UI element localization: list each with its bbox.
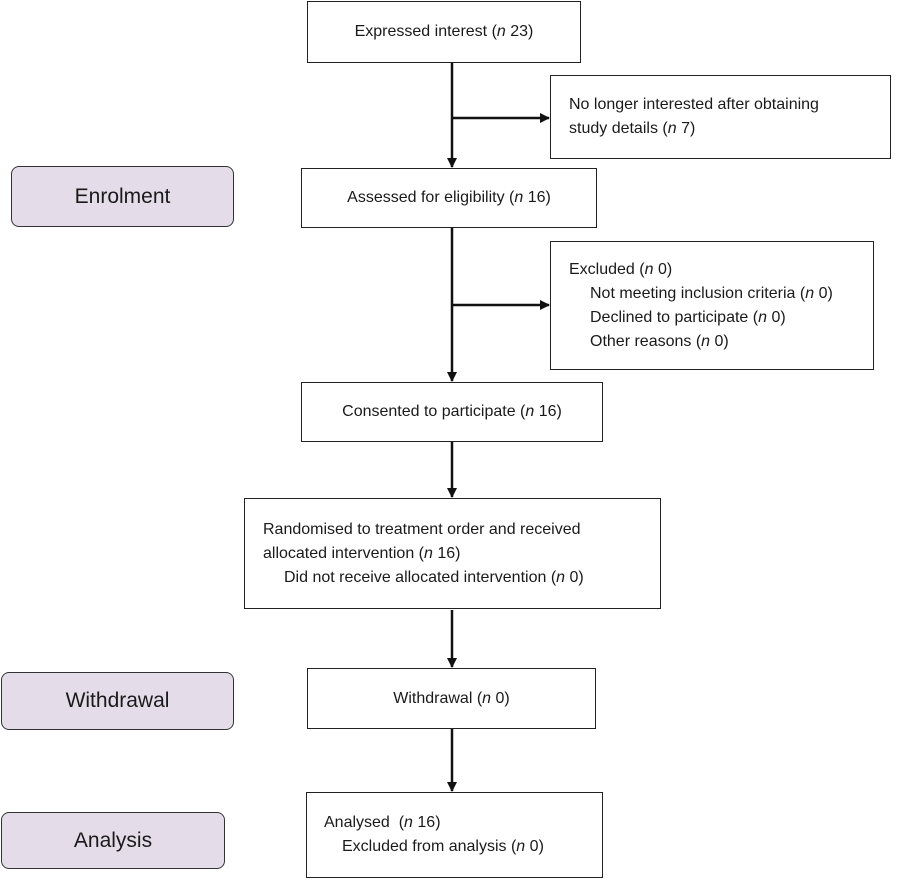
stage-withdrawal: Withdrawal xyxy=(1,672,234,730)
stage-enrolment: Enrolment xyxy=(11,166,234,227)
box-assessed-eligibility: Assessed for eligibility (n 16) xyxy=(301,168,597,228)
analysed-sub: Excluded from analysis (n 0) xyxy=(342,838,544,855)
box-excluded: Excluded (n 0) Not meeting inclusion cri… xyxy=(550,241,874,370)
no-longer-interested-line2: study details (n 7) xyxy=(569,120,696,137)
randomised-line2: allocated intervention (n 16) xyxy=(263,544,461,562)
box-consented: Consented to participate (n 16) xyxy=(301,382,603,442)
randomised-line1: Randomised to treatment order and receiv… xyxy=(263,520,581,538)
stage-withdrawal-label: Withdrawal xyxy=(65,689,170,712)
withdrawal-text: Withdrawal (n 0) xyxy=(393,689,510,707)
box-no-longer-interested: No longer interested after obtaining stu… xyxy=(550,75,891,159)
excluded-item-inclusion: Not meeting inclusion criteria (n 0) xyxy=(590,284,833,302)
consented-text: Consented to participate (n 16) xyxy=(342,403,562,420)
stage-enrolment-label: Enrolment xyxy=(74,184,171,208)
expressed-interest-text: Expressed interest (n 23) xyxy=(354,23,534,40)
stage-analysis: Analysis xyxy=(1,812,225,869)
excluded-item-other: Other reasons (n 0) xyxy=(590,332,729,350)
box-randomised: Randomised to treatment order and receiv… xyxy=(244,498,661,609)
box-expressed-interest: Expressed interest (n 23) xyxy=(307,1,581,63)
assessed-text: Assessed for eligibility (n 16) xyxy=(347,189,551,206)
no-longer-interested-line1: No longer interested after obtaining xyxy=(569,96,819,113)
box-withdrawal: Withdrawal (n 0) xyxy=(307,668,596,729)
excluded-item-declined: Declined to participate (n 0) xyxy=(590,308,786,326)
box-analysed: Analysed (n 16) Excluded from analysis (… xyxy=(306,792,603,878)
excluded-title: Excluded (n 0) xyxy=(569,260,673,278)
stage-analysis-label: Analysis xyxy=(73,828,153,852)
analysed-title: Analysed (n 16) xyxy=(324,814,441,831)
randomised-sub: Did not receive allocated intervention (… xyxy=(284,568,584,586)
